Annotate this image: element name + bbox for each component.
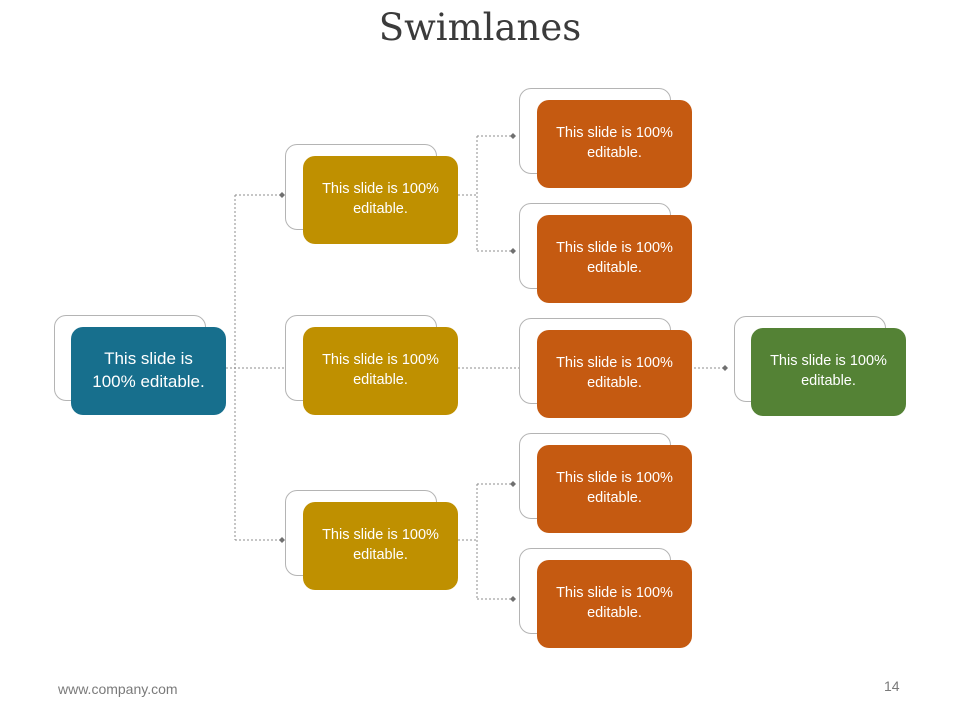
slide-title: Swimlanes — [378, 6, 582, 49]
far-right-node[interactable]: This slide is 100% editable. — [751, 328, 906, 416]
footer-url: www.company.com — [58, 681, 178, 697]
root-node[interactable]: This slide is 100% editable. — [71, 327, 226, 415]
connector-arrowhead — [279, 537, 285, 543]
connector-arrowhead — [510, 133, 516, 139]
right-node-5[interactable]: This slide is 100% editable. — [537, 560, 692, 648]
page-number: 14 — [884, 678, 900, 694]
connector-arrowhead — [510, 596, 516, 602]
connector-arrowhead — [722, 365, 728, 371]
connector-arrowhead — [279, 192, 285, 198]
mid-middle-node[interactable]: This slide is 100% editable. — [303, 327, 458, 415]
right-node-3[interactable]: This slide is 100% editable. — [537, 330, 692, 418]
mid-top-node[interactable]: This slide is 100% editable. — [303, 156, 458, 244]
connector-arrowhead — [510, 481, 516, 487]
mid-bottom-node[interactable]: This slide is 100% editable. — [303, 502, 458, 590]
connector-arrowhead — [510, 248, 516, 254]
right-node-1[interactable]: This slide is 100% editable. — [537, 100, 692, 188]
right-node-4[interactable]: This slide is 100% editable. — [537, 445, 692, 533]
right-node-2[interactable]: This slide is 100% editable. — [537, 215, 692, 303]
